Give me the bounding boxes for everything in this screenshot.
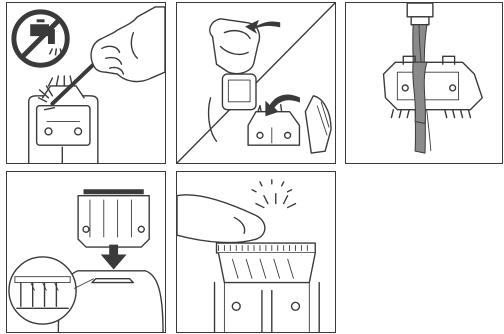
- trimmer-edge-icon: [305, 96, 331, 153]
- down-arrow-icon: [102, 245, 126, 269]
- step-3-rinse-panel: [345, 2, 503, 164]
- step-1-brush-cleaning-panel: [6, 2, 166, 164]
- cutting-unit-icon: [384, 56, 483, 117]
- finger-icon: [177, 195, 265, 243]
- cutting-head-icon: [78, 190, 149, 247]
- trimmer-body-icon: [29, 76, 98, 163]
- trimmer-with-head-icon: [215, 243, 320, 332]
- step-4-reattach-panel: [6, 171, 166, 333]
- brush-cleaning-illustration: [7, 3, 165, 163]
- step-2-remove-head-panel: [176, 2, 336, 164]
- detail-inset-icon: [9, 257, 76, 324]
- reattach-illustration: [7, 172, 165, 332]
- press-click-illustration: [177, 172, 335, 332]
- tap-icon: [407, 3, 433, 25]
- click-burst-icon: [252, 180, 295, 208]
- no-running-water-icon: [14, 12, 67, 65]
- remove-head-illustration: [177, 3, 335, 163]
- step-5-press-click-panel: [176, 171, 336, 333]
- rinse-illustration: [346, 3, 502, 163]
